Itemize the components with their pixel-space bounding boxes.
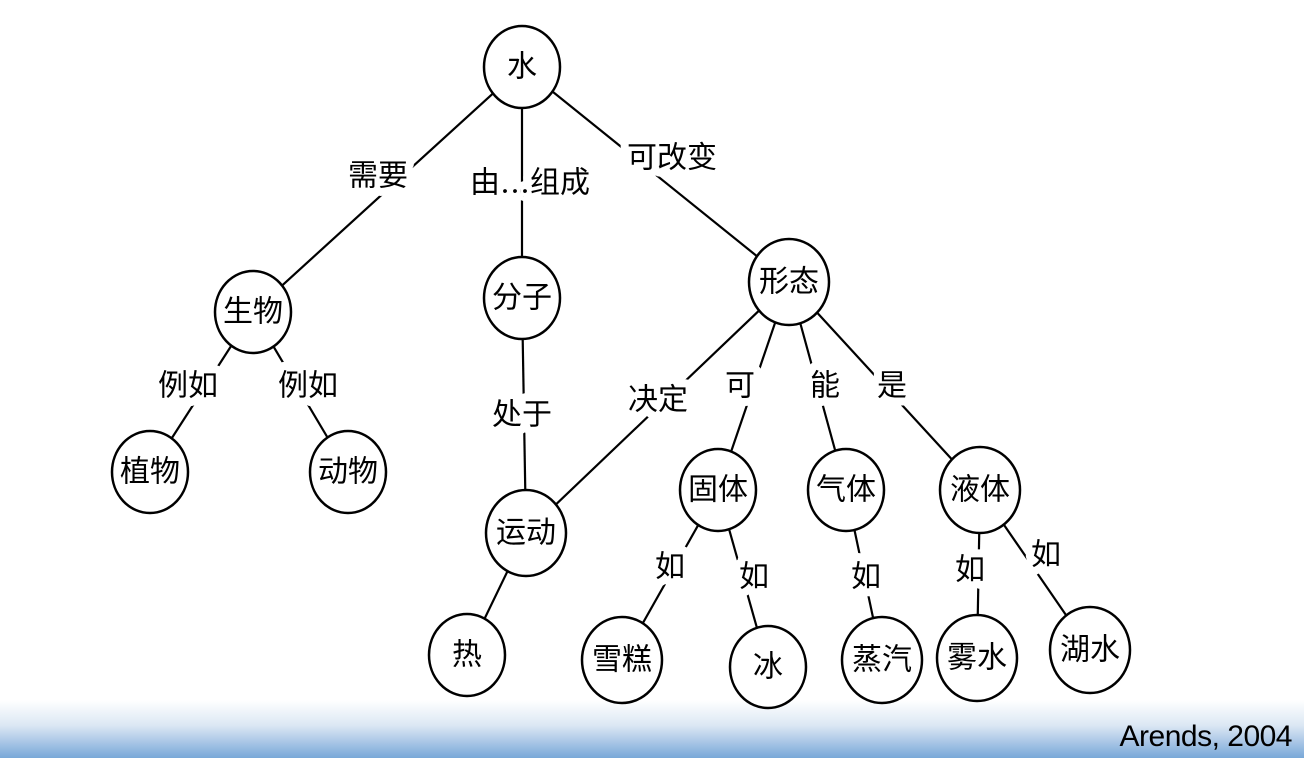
node-fog: 雾水: [935, 613, 1019, 703]
node-label: 运动: [496, 516, 556, 551]
edge-label: 能: [810, 369, 840, 404]
node-circle: [938, 445, 1022, 535]
node-circle: [806, 447, 886, 533]
node-circle: [935, 613, 1019, 703]
node-circle: [580, 615, 664, 705]
edge-label: 如: [655, 550, 685, 585]
node-water: 水: [482, 24, 562, 110]
edge-form-liquid: [788, 281, 981, 491]
node-plant: 植物: [110, 429, 190, 515]
node-circle: [482, 255, 562, 341]
node-animal: 动物: [308, 429, 388, 515]
edge-label: 决定: [628, 383, 688, 418]
node-label: 生物: [223, 295, 283, 330]
node-circle: [678, 447, 758, 533]
edge-label: 如: [955, 553, 985, 588]
edge-label: 例如: [158, 369, 218, 404]
node-heat: 热: [427, 612, 507, 698]
node-circle: [484, 488, 568, 578]
edge-label: 可: [725, 369, 755, 404]
node-label: 蒸汽: [852, 643, 912, 678]
node-lake: 湖水: [1048, 605, 1132, 695]
edge-water-form: [521, 66, 790, 283]
node-circle: [213, 269, 293, 355]
node-label: 形态: [759, 265, 819, 300]
node-molecule: 分子: [482, 255, 562, 341]
node-label: 热: [452, 638, 482, 673]
node-steam: 蒸汽: [840, 615, 924, 705]
node-circle: [482, 24, 562, 110]
node-label: 冰: [753, 650, 783, 685]
edge-label: 由…组成: [470, 166, 590, 201]
node-label: 液体: [950, 473, 1010, 508]
node-gas: 气体: [806, 447, 886, 533]
node-label: 动物: [318, 455, 378, 490]
node-circle: [747, 237, 831, 327]
node-label: 植物: [120, 455, 180, 490]
node-label: 雪糕: [592, 643, 652, 678]
edge-water-organism: [252, 66, 523, 313]
node-form: 形态: [747, 237, 831, 327]
node-circle: [427, 612, 507, 698]
node-label: 固体: [688, 473, 748, 508]
edge-label: 处于: [492, 398, 552, 433]
node-label: 气体: [816, 473, 876, 508]
edge-label: 例如: [278, 369, 338, 404]
node-liquid: 液体: [938, 445, 1022, 535]
edge-label: 如: [1031, 538, 1061, 573]
edge-label: 如: [851, 560, 881, 595]
node-solid: 固体: [678, 447, 758, 533]
node-circle: [840, 615, 924, 705]
edge-label: 是: [877, 369, 907, 404]
node-label: 湖水: [1060, 633, 1120, 668]
node-label: 雾水: [947, 641, 1007, 676]
node-label: 分子: [492, 281, 552, 316]
node-organism: 生物: [213, 269, 293, 355]
edge-label: 如: [739, 560, 769, 595]
node-motion: 运动: [484, 488, 568, 578]
citation: Arends, 2004: [1119, 720, 1293, 753]
node-ice: 冰: [728, 624, 808, 710]
node-circle: [728, 624, 808, 710]
edge-label: 可改变: [627, 141, 717, 176]
node-circle: [308, 429, 388, 515]
node-circle: [110, 429, 190, 515]
edge-label: 需要: [348, 159, 408, 194]
edge-form-motion: [525, 281, 790, 534]
node-circle: [1048, 605, 1132, 695]
node-label: 水: [507, 50, 537, 85]
node-icecream: 雪糕: [580, 615, 664, 705]
